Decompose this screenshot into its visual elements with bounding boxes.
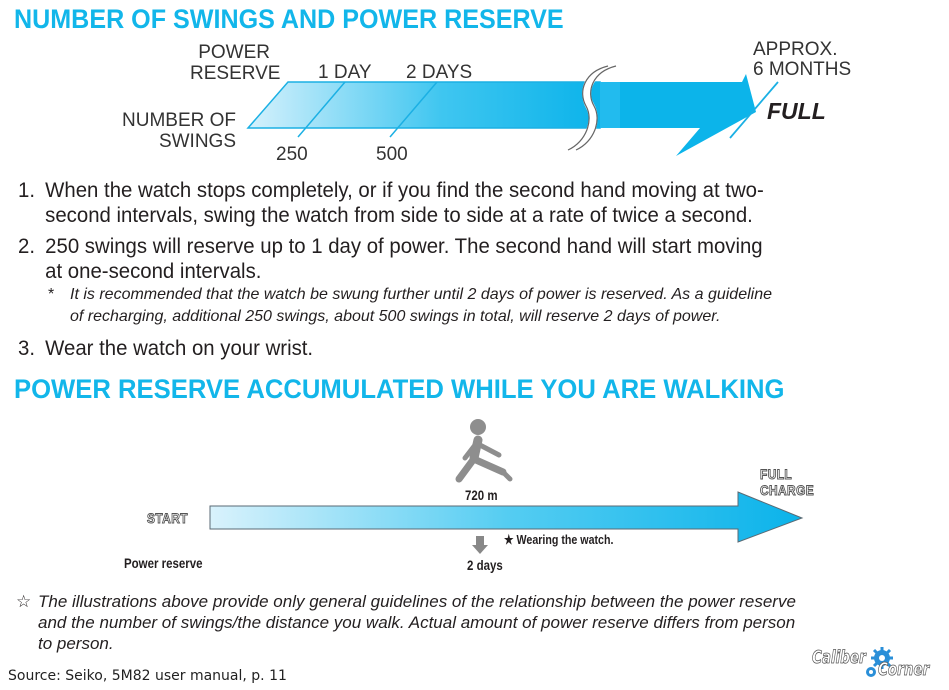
wearing-note: ★ Wearing the watch. [504,532,614,547]
disclaimer-line3: to person. [38,634,114,653]
note-line1: It is recommended that the watch be swun… [70,286,772,303]
step-1-text: When the watch stops completely, or if y… [45,178,764,228]
end-label-line1: APPROX. [753,39,838,60]
reserve-band-left [246,81,601,129]
step-1-line2: second intervals, swing the watch from s… [45,204,753,227]
distance-label: 720 m [465,487,498,503]
step-3-number: 3. [18,337,35,360]
step-1-line1: When the watch stops completely, or if y… [45,179,764,202]
reserve-2-days: 2 days [467,557,503,573]
step-1-number: 1. [18,179,35,202]
down-arrow-icon [472,536,488,554]
marker-line-1-day [297,81,346,138]
note-asterisk: * [48,286,55,303]
break-gap [569,61,614,155]
walking-person-icon [455,419,513,483]
disclaimer-star-icon: ☆ [16,592,32,611]
power-reserve-row-label: Power reserve [124,555,203,571]
swings-label-line1: NUMBER OF [122,110,236,131]
step-2-text: 250 swings will reserve up to 1 day of p… [45,234,762,284]
full-charge-line2: CHARGE [760,482,815,499]
power-reserve-label: POWER RESERVE [190,42,281,84]
walking-progress-arrow [209,491,804,543]
section-title-walking: POWER RESERVE ACCUMULATED WHILE YOU ARE … [14,374,785,404]
caliber-corner-logo: Caliber Corner [812,645,937,681]
marker-line-2-days [389,81,438,138]
note-line2: of recharging, additional 250 swings, ab… [70,308,721,325]
gear-icon [866,647,893,677]
power-reserve-label-line1: POWER [198,42,270,63]
power-reserve-label-line2: RESERVE [190,63,281,84]
step-2-line2: at one-second intervals. [45,260,262,283]
disclaimer-line1: The illustrations above provide only gen… [38,592,796,611]
logo-text-caliber: Caliber [812,647,866,669]
marker-label-500: 500 [376,144,408,165]
marker-line-full [729,81,779,139]
reserve-band-right-arrow [590,74,756,156]
step-2-number: 2. [18,235,35,258]
swings-label-line2: SWINGS [158,131,236,152]
marker-label-1-day: 1 DAY [318,62,372,83]
step-3-line1: Wear the watch on your wrist. [45,337,314,360]
source-citation: Source: Seiko, 5M82 user manual, p. 11 [8,668,287,684]
swings-label: NUMBER OF SWINGS [100,110,236,152]
power-reserve-arrow-diagram [246,61,779,156]
marker-label-250: 250 [276,144,308,165]
start-label: START [147,510,188,527]
step-3-text: Wear the watch on your wrist. [45,336,313,361]
full-charge-line1: FULL [760,466,793,483]
step-2-line1: 250 swings will reserve up to 1 day of p… [45,235,763,258]
section-title-swings: NUMBER OF SWINGS AND POWER RESERVE [14,4,564,34]
full-charge-label: FULL CHARGE [760,466,815,499]
end-label-6-months: APPROX. 6 MONTHS [753,40,851,80]
end-label-line2: 6 MONTHS [753,59,852,80]
marker-label-2-days: 2 DAYS [406,62,473,83]
note-text: It is recommended that the watch be swun… [70,284,772,328]
disclaimer-line2: and the number of swings/the distance yo… [38,613,796,632]
walking-diagram [209,419,804,554]
full-label: FULL [767,98,826,124]
logo-text-corner: Corner [878,659,930,681]
